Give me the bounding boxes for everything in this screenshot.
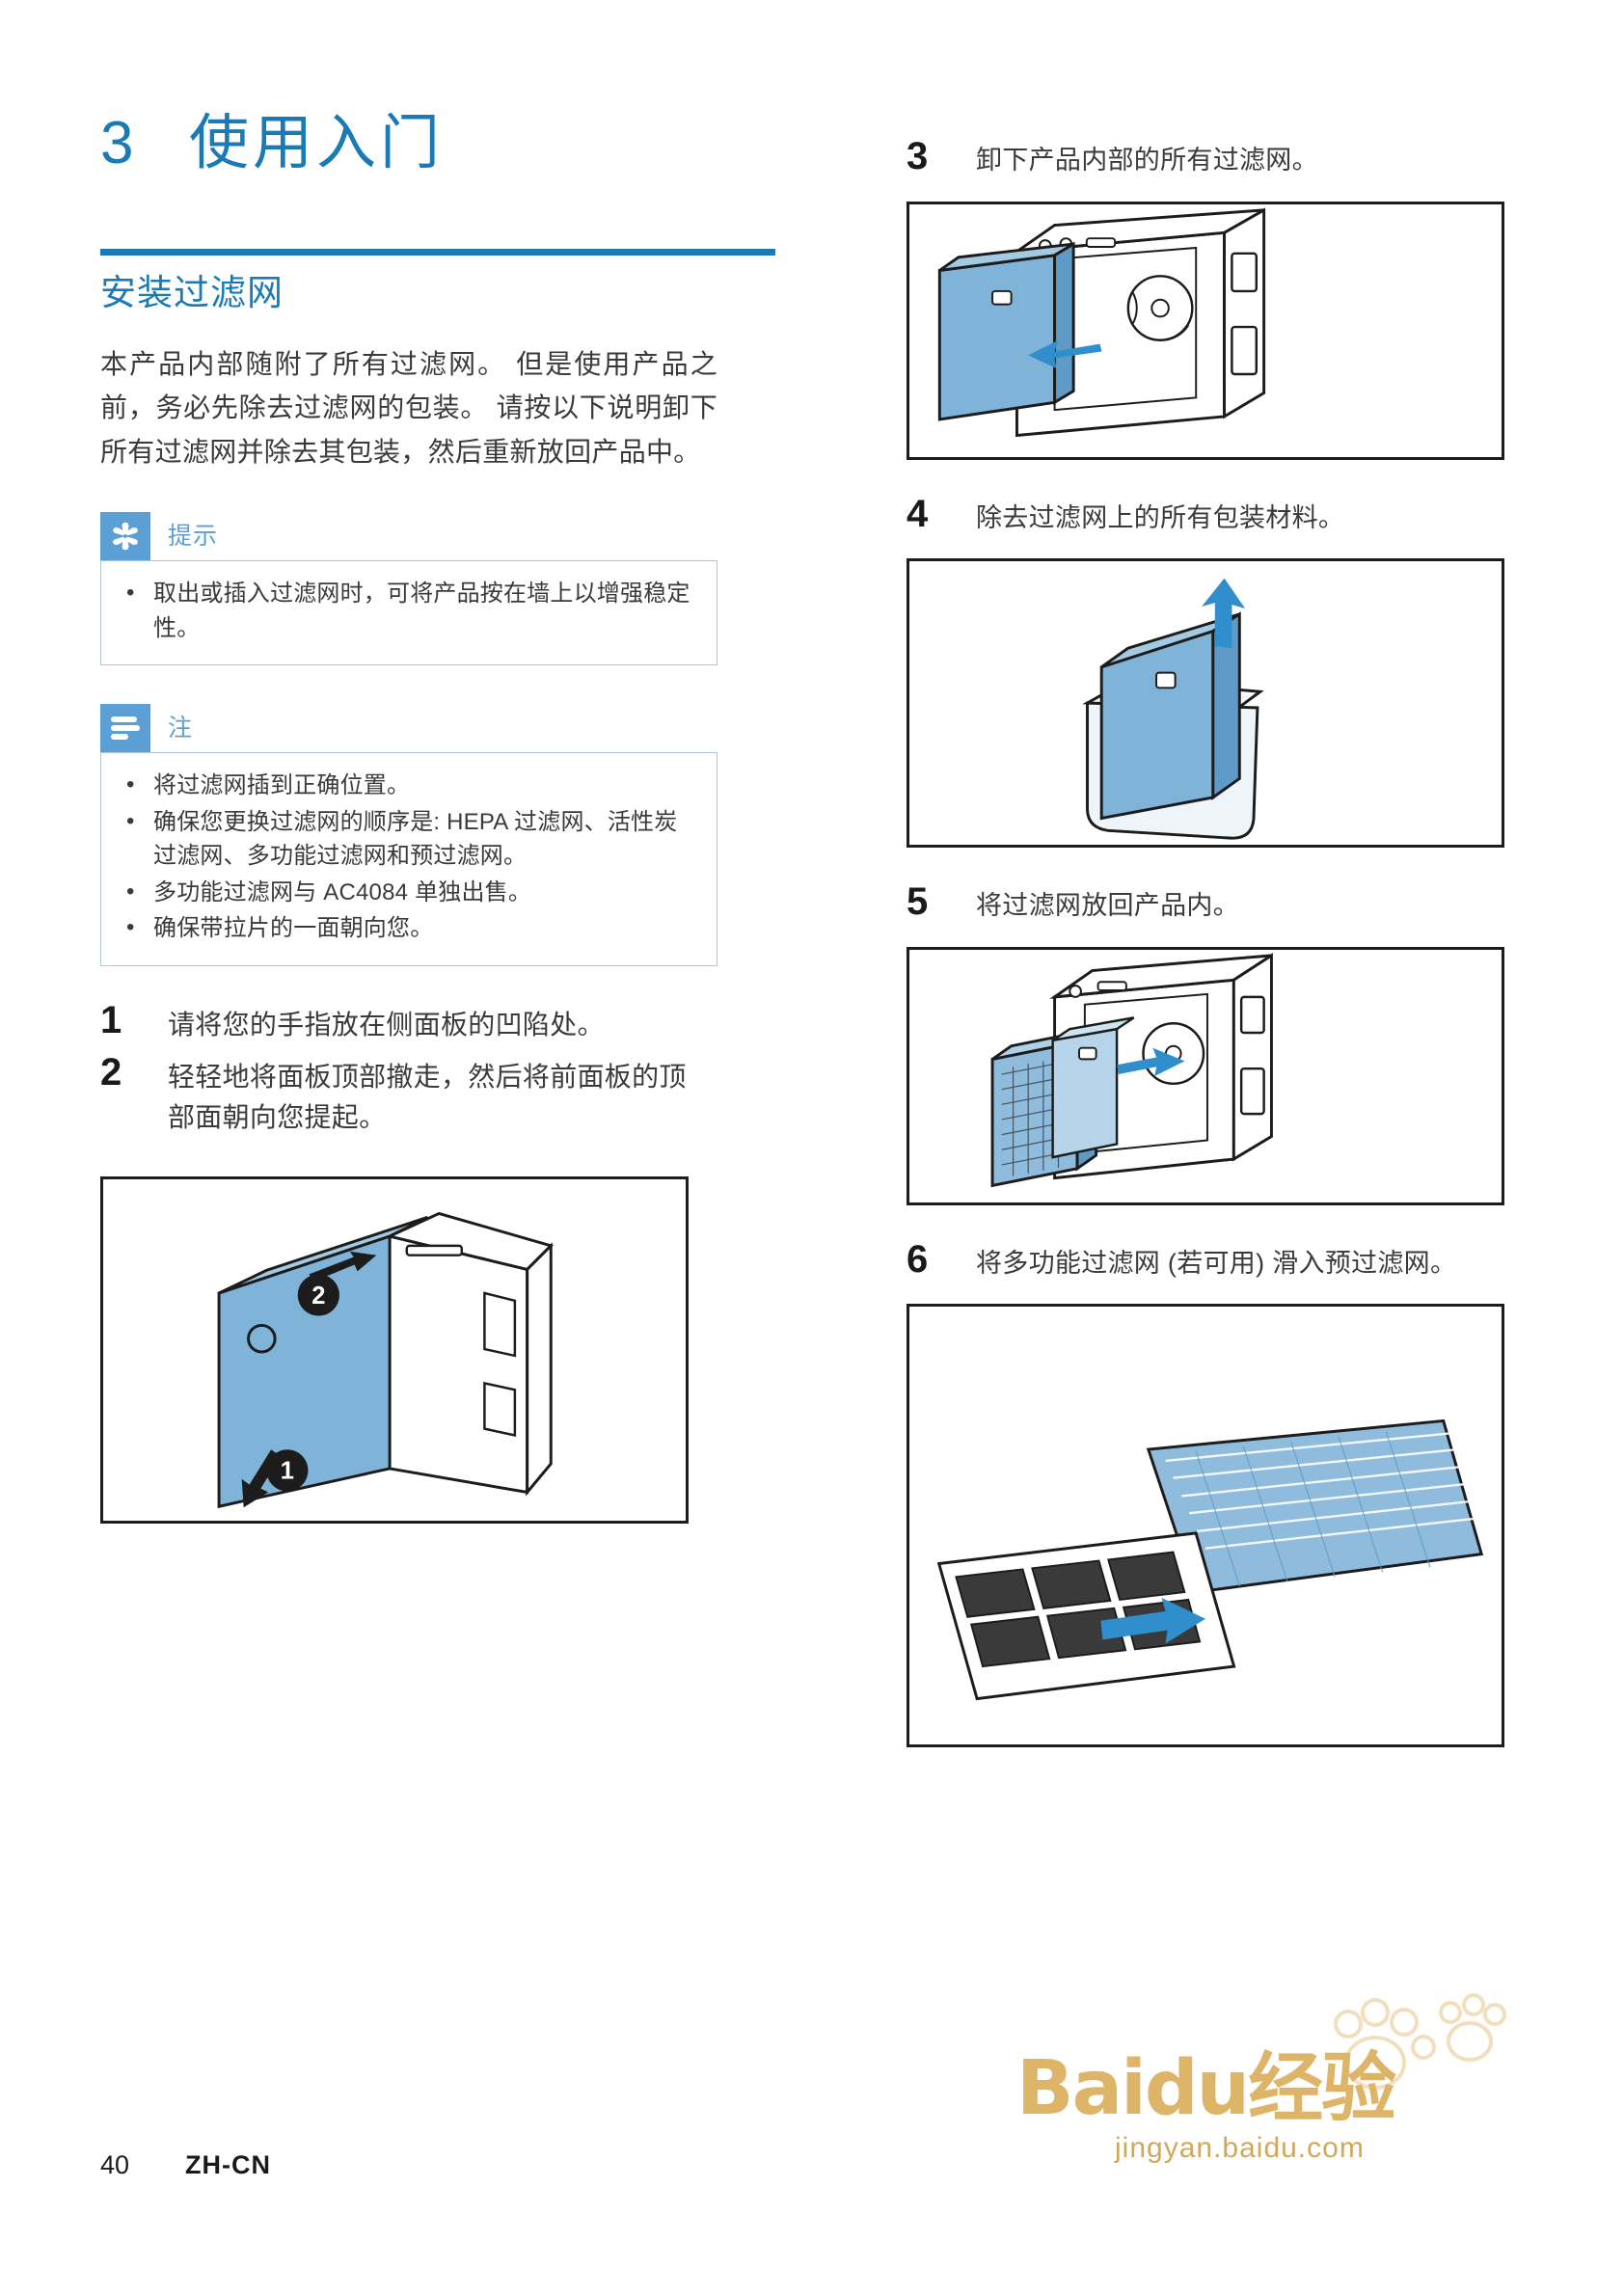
step-text: 将过滤网放回产品内。 xyxy=(976,891,1239,920)
step-text: 除去过滤网上的所有包装材料。 xyxy=(976,502,1345,532)
section-title: 安装过滤网 xyxy=(100,273,284,312)
tip-callout: 提示 取出或插入过滤网时，可将产品按在墙上以增强稳定性。 xyxy=(100,512,717,666)
figure-panel-removal: 2 1 xyxy=(100,1175,689,1524)
list-item: 多功能过滤网与 AC4084 单独出售。 xyxy=(121,875,697,910)
step-number: 4 xyxy=(907,492,929,535)
note-label: 注 xyxy=(168,715,194,743)
step-2: 2 轻轻地将面板顶部撤走，然后将前面板的顶部面朝向您提起。 xyxy=(100,1051,775,1138)
note-body: 将过滤网插到正确位置。 确保您更换过滤网的顺序是: HEPA 过滤网、活性炭过滤… xyxy=(100,752,717,966)
step-number: 2 xyxy=(100,1050,122,1094)
note-header: 注 xyxy=(100,704,717,753)
figure-remove-packaging xyxy=(907,558,1504,848)
step-3: 3 卸下产品内部的所有过滤网。 xyxy=(907,135,1524,180)
step-number: 1 xyxy=(100,998,122,1041)
footer-page-number: 40 xyxy=(100,2150,130,2179)
chapter-heading: 3 使用入门 xyxy=(100,114,775,174)
step-4: 4 除去过滤网上的所有包装材料。 xyxy=(907,493,1524,538)
figure-remove-filters xyxy=(907,201,1504,460)
step-text: 将多功能过滤网 (若可用) 滑入预过滤网。 xyxy=(976,1248,1457,1278)
note-lines-icon xyxy=(111,716,140,741)
step-5: 5 将过滤网放回产品内。 xyxy=(907,880,1524,926)
right-column: 3 卸下产品内部的所有过滤网。 xyxy=(907,0,1524,1747)
tip-label: 提示 xyxy=(168,523,219,551)
list-item: 确保带拉片的一面朝向您。 xyxy=(121,910,697,946)
chapter-title: 使用入门 xyxy=(189,110,445,176)
section-rule xyxy=(100,249,775,256)
intro-paragraph: 本产品内部随附了所有过滤网。 但是使用产品之前，务必先除去过滤网的包装。 请按以… xyxy=(100,348,717,467)
step-number: 6 xyxy=(907,1237,929,1281)
slide-filter-illustration xyxy=(936,1418,1484,1701)
step-1: 1 请将您的手指放在侧面板的凹陷处。 xyxy=(100,999,775,1045)
tip-body: 取出或插入过滤网时，可将产品按在墙上以增强稳定性。 xyxy=(100,560,717,666)
list-item: 将过滤网插到正确位置。 xyxy=(121,768,697,803)
watermark-url: jingyan.baidu.com xyxy=(1115,2132,1365,2164)
figure-replace-filters xyxy=(907,946,1504,1205)
tip-list: 取出或插入过滤网时，可将产品按在墙上以增强稳定性。 xyxy=(121,576,697,645)
step-text: 请将您的手指放在侧面板的凹陷处。 xyxy=(168,1009,605,1040)
remove-filters-illustration xyxy=(937,206,1266,437)
step-number: 3 xyxy=(907,135,929,177)
remove-packaging-illustration xyxy=(1082,578,1264,840)
note-list: 将过滤网插到正确位置。 确保您更换过滤网的顺序是: HEPA 过滤网、活性炭过滤… xyxy=(121,768,697,946)
asterisk-icon xyxy=(113,522,138,551)
svg-text:1: 1 xyxy=(281,1457,294,1484)
step-text: 卸下产品内部的所有过滤网。 xyxy=(976,146,1318,175)
tip-header: 提示 xyxy=(100,512,717,561)
left-column: 3 使用入门 安装过滤网 本产品内部随附了所有过滤网。 但是使用产品之前，务必先… xyxy=(100,0,775,1524)
step-6: 6 将多功能过滤网 (若可用) 滑入预过滤网。 xyxy=(907,1238,1524,1283)
paw-prints-icon xyxy=(1334,1993,1506,2090)
note-callout: 注 将过滤网插到正确位置。 确保您更换过滤网的顺序是: HEPA 过滤网、活性炭… xyxy=(100,704,717,966)
chapter-number: 3 xyxy=(100,110,134,176)
step-text: 轻轻地将面板顶部撤走，然后将前面板的顶部面朝向您提起。 xyxy=(168,1061,687,1132)
note-badge xyxy=(100,704,150,753)
page-footer: 40 ZH-CN xyxy=(100,2150,271,2180)
step-number: 5 xyxy=(907,880,929,923)
footer-language: ZH-CN xyxy=(185,2150,271,2179)
svg-text:2: 2 xyxy=(311,1282,325,1309)
tip-badge xyxy=(100,512,150,561)
baidu-watermark: Baidu经验 jingyan.baidu.com xyxy=(1007,1987,1547,2190)
panel-removal-illustration: 2 1 xyxy=(217,1211,555,1508)
replace-filters-illustration xyxy=(990,952,1273,1187)
watermark-brand: Baidu经验 xyxy=(1016,2045,1396,2132)
figure-slide-filter xyxy=(907,1304,1504,1747)
list-item: 确保您更换过滤网的顺序是: HEPA 过滤网、活性炭过滤网、多功能过滤网和预过滤… xyxy=(121,804,697,874)
list-item: 取出或插入过滤网时，可将产品按在墙上以增强稳定性。 xyxy=(121,576,697,645)
